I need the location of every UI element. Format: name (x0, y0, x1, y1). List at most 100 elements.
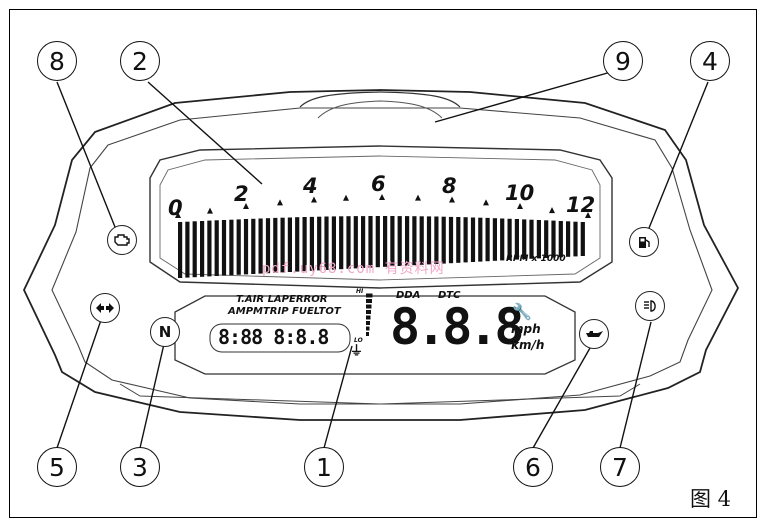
figure-label: 图 4 (690, 487, 732, 511)
tach-bar-segment (500, 218, 505, 261)
tach-bar-segment (434, 216, 439, 264)
bar-hi-label: HI (356, 288, 364, 295)
tach-bar-segment (566, 221, 571, 257)
tach-bar-segment (324, 216, 329, 270)
neutral-lamp: N (146, 313, 186, 353)
callout-8: 8 (37, 41, 77, 81)
fuel-bar-segment (366, 326, 370, 331)
tach-bar-segment (383, 216, 388, 267)
leader-7 (619, 321, 652, 449)
tach-bar-segment (221, 220, 227, 276)
callout-9: 9 (603, 41, 643, 81)
fuel-bar-segment (366, 332, 369, 336)
fuel-bar-segment (366, 299, 372, 303)
tach-bar-segment (514, 219, 519, 260)
leader-1 (323, 345, 353, 449)
tach-tick-marker (449, 196, 455, 203)
tach-tick-marker (585, 212, 591, 218)
callout-6: 6 (513, 447, 553, 487)
lcd-big-digits: 8.8.8 (390, 298, 525, 356)
leader-3 (139, 343, 165, 449)
tach-tick-8: 8 (442, 174, 457, 198)
tach-bar-segment (185, 221, 190, 278)
tach-bar-segment (426, 216, 432, 265)
callout-1: 1 (304, 447, 344, 487)
fuel-pump-icon (639, 237, 650, 248)
leader-5 (56, 319, 102, 449)
oil-pressure-lamp (575, 315, 615, 355)
tach-bar-segment (441, 216, 446, 264)
tach-bar-segment (544, 220, 549, 258)
tach-bar-segment (397, 216, 402, 266)
coolant-temp-icon: ⏚ (350, 344, 364, 359)
tach-bar-segment (339, 216, 344, 270)
leader-4 (644, 81, 709, 239)
tach-bar-segment (280, 217, 285, 273)
tach-window-inner (159, 155, 601, 281)
tach-bar-segment (412, 216, 417, 266)
tach-bar-segment (214, 220, 219, 276)
tach-bar-segment (478, 217, 483, 262)
tach-tick-marks (175, 194, 591, 218)
tach-bar-segment (361, 216, 366, 268)
high-beam-lamp (631, 287, 671, 327)
callout-2: 2 (120, 41, 160, 81)
fuel-bar-segment (366, 293, 373, 298)
tach-bar-segment (302, 217, 307, 272)
tach-bar-segment (178, 222, 183, 278)
visor-inner (317, 100, 443, 119)
tach-bar-segment (375, 216, 380, 268)
tach-bar-segment (529, 219, 534, 259)
fuel-bar-indicator (366, 293, 373, 336)
tach-bar-segment (456, 217, 461, 263)
tach-bar-segment (331, 216, 336, 270)
callout-7: 7 (600, 447, 640, 487)
tach-tick-6: 6 (371, 172, 386, 196)
tach-bar-segment (287, 217, 292, 272)
tach-tick-marker (379, 194, 385, 201)
tach-tick-marker (311, 196, 317, 203)
tach-bar-segment (265, 218, 271, 274)
unit-mph: mph (511, 322, 541, 336)
tach-tick-marker (549, 207, 555, 214)
dda-label: DDA (396, 290, 421, 301)
tach-bar-segment (258, 218, 263, 274)
tach-bar-segment (463, 217, 468, 263)
callout-5: 5 (37, 447, 77, 487)
fuel-bar-segment (366, 310, 371, 314)
tach-bar-segment (558, 221, 563, 258)
tach-bar-segment (536, 220, 541, 259)
dashboard-inner-contour (51, 107, 713, 405)
tach-bar-segment (522, 219, 527, 260)
fuel-bar-segment (366, 321, 370, 325)
callout-4: 4 (690, 41, 730, 81)
tach-bar-segment (419, 216, 424, 265)
tach-bar-segment (573, 221, 578, 257)
tach-bar-segment (251, 218, 256, 274)
tach-bar-segment (405, 216, 410, 266)
tach-bar-segment (580, 222, 585, 256)
visor-bump (299, 91, 461, 108)
dashboard-housing (23, 89, 740, 421)
tach-bar-segment (368, 216, 373, 268)
leader-8 (56, 81, 118, 233)
tach-tick-12: 12 (566, 193, 596, 217)
turn-signal-icon (96, 303, 114, 313)
figure-frame (9, 9, 757, 518)
tach-bar-segment (295, 217, 300, 272)
tach-tick-marker (243, 203, 249, 210)
leader-lines (56, 71, 709, 449)
tach-bar-segment (507, 218, 512, 260)
fuel-reserve-lamp (625, 223, 665, 263)
leader-2 (147, 81, 263, 185)
tach-tick-marker (483, 199, 489, 206)
tach-tick-2: 2 (234, 182, 249, 206)
lcd-small-digits: 8:88 8:8.8 (218, 325, 329, 349)
tach-bar-segment (200, 221, 205, 277)
lower-chin (119, 383, 641, 405)
oil-can-icon (586, 331, 603, 337)
fuel-bar-segment (366, 304, 372, 309)
tach-tick-0: 0 (168, 196, 183, 220)
